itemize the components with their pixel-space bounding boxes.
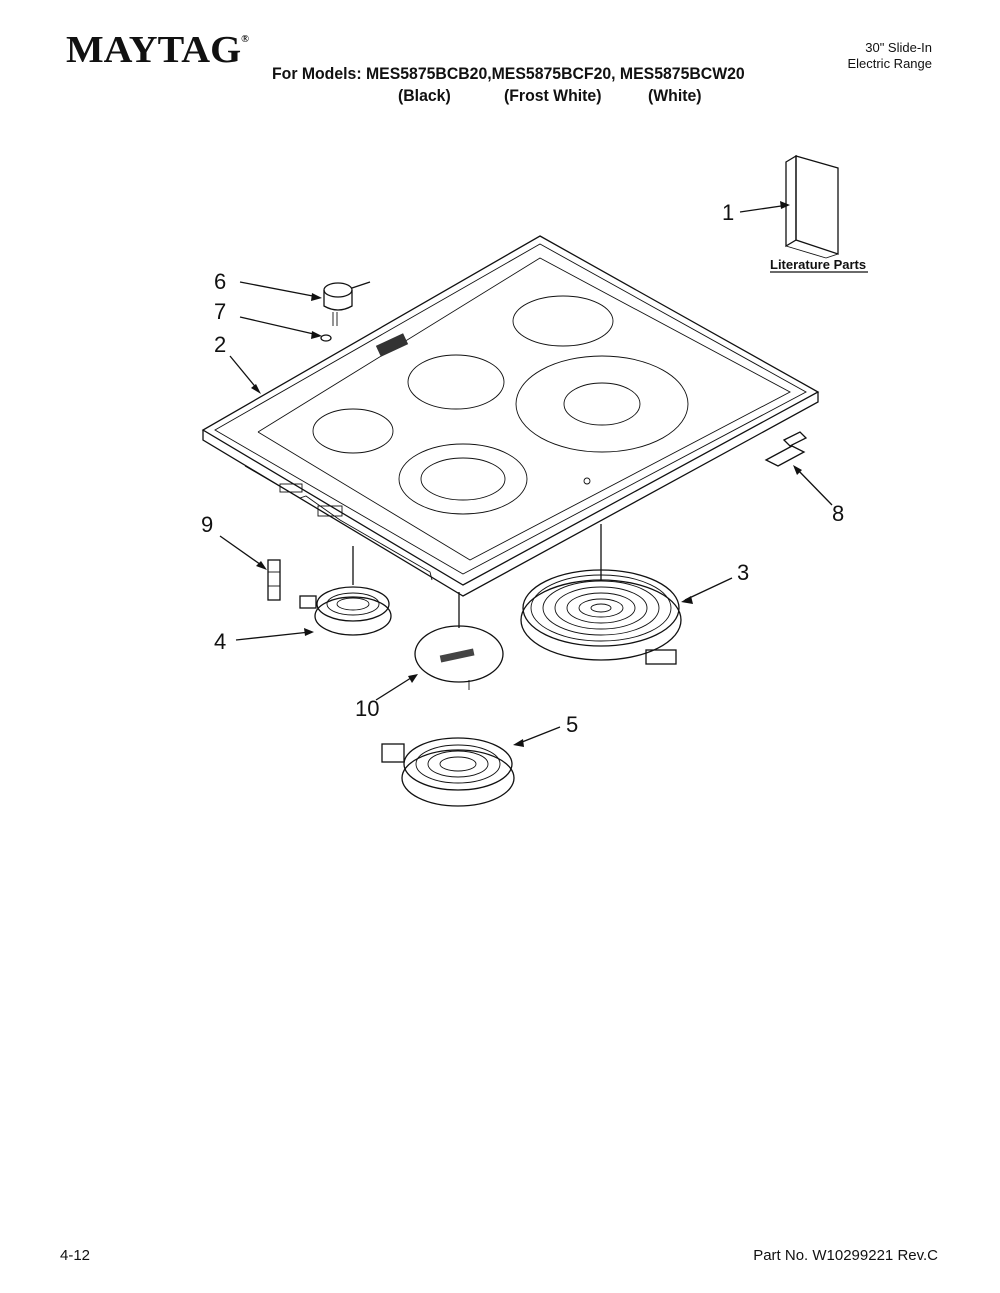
callout-5: 5 <box>566 712 578 737</box>
mounting-clip <box>764 431 808 467</box>
page-number: 4-12 <box>60 1247 91 1264</box>
cooktop-glass <box>201 235 820 597</box>
small-radiant-element <box>299 586 392 636</box>
callout-8: 8 <box>832 501 844 526</box>
literature-booklet <box>785 154 839 259</box>
dual-radiant-element <box>520 569 682 665</box>
brand-logo: MAYTAG® <box>66 29 249 71</box>
variant-white: (White) <box>648 86 702 105</box>
callout-3: 3 <box>737 560 749 585</box>
screw <box>320 334 332 342</box>
part-number: Part No. W10299221 Rev.C <box>753 1247 938 1264</box>
callout-6: 6 <box>214 269 226 294</box>
bracket <box>267 559 281 601</box>
literature-parts-label: Literature Parts <box>770 257 866 272</box>
callout-10: 10 <box>355 696 379 721</box>
callout-4: 4 <box>214 629 226 654</box>
models-line: For Models: MES5875BCB20,MES5875BCF20, M… <box>272 64 745 83</box>
product-description: 30" Slide-In Electric Range <box>847 40 932 71</box>
limiter-plate <box>414 625 504 690</box>
medium-radiant-element <box>381 737 515 807</box>
variant-frost-white: (Frost White) <box>504 86 602 105</box>
variant-black: (Black) <box>398 86 451 105</box>
leader-lines <box>219 281 833 747</box>
callout-2: 2 <box>214 332 226 357</box>
callout-1: 1 <box>722 200 734 225</box>
callout-9: 9 <box>201 512 213 537</box>
callout-7: 7 <box>214 299 226 324</box>
sensor-switch <box>323 281 371 326</box>
